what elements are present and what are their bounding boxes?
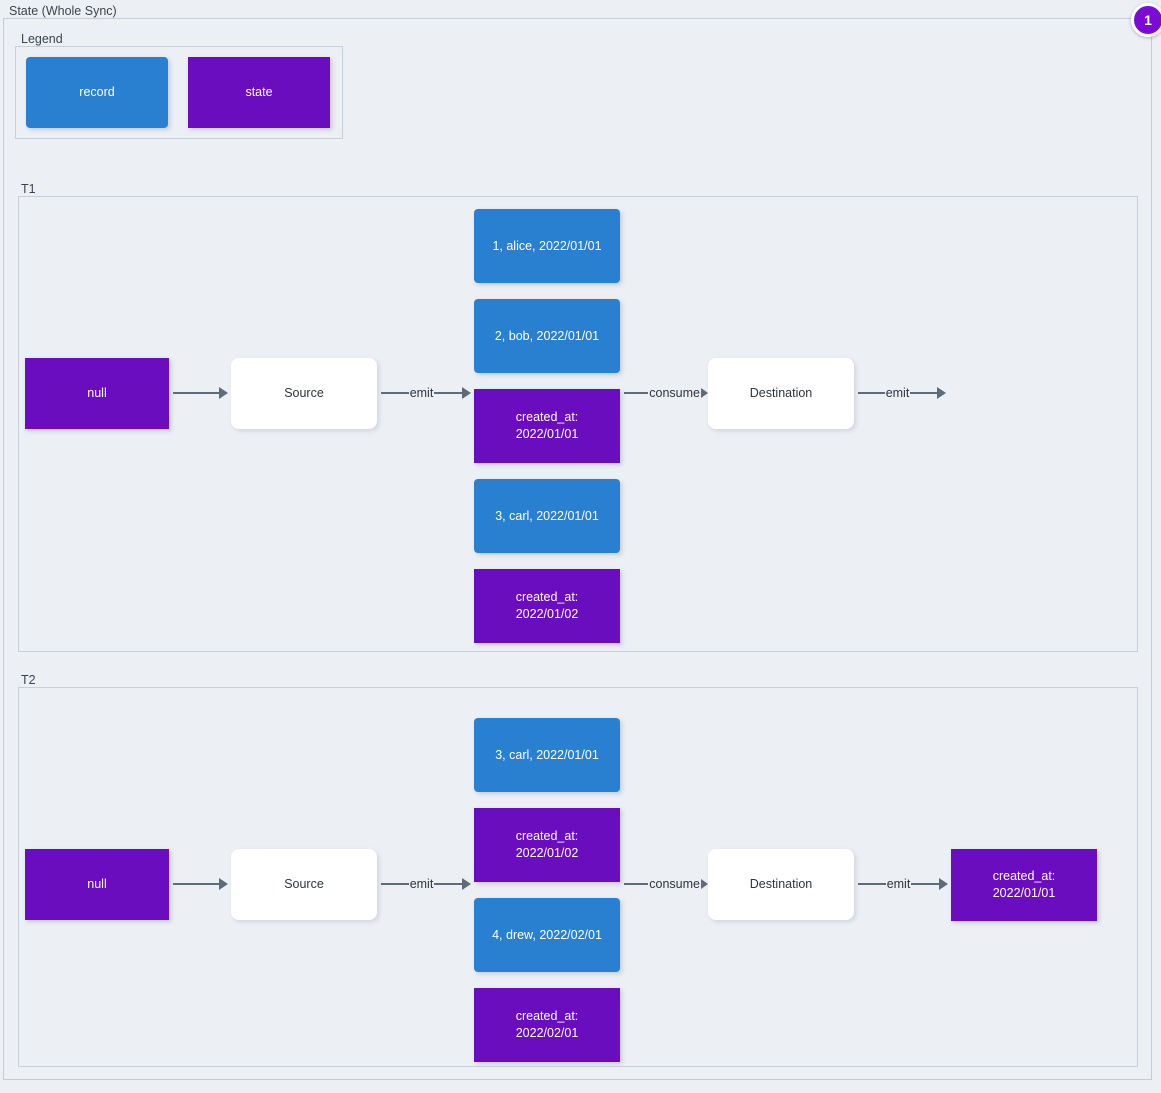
t1-stream-node-2: 2, bob, 2022/01/01 <box>474 299 620 373</box>
t2-destination-node: Destination <box>708 849 854 920</box>
t2-source-node: Source <box>231 849 377 920</box>
t1-source-node: Source <box>231 358 377 429</box>
group-title-t2: T2 <box>18 673 39 687</box>
t1-destination-node: Destination <box>708 358 854 429</box>
t2-stream-node-2: created_at: 2022/01/02 <box>474 808 620 882</box>
t2-stream-node-4: created_at: 2022/02/01 <box>474 988 620 1062</box>
t1-stream-node-1: 1, alice, 2022/01/01 <box>474 209 620 283</box>
group-title-t1: T1 <box>18 182 39 196</box>
t1-stream-node-4: 3, carl, 2022/01/01 <box>474 479 620 553</box>
t2-initial-state-node: null <box>25 849 169 920</box>
t2-output-state-node: created_at: 2022/01/01 <box>951 849 1097 921</box>
t2-stream-node-1: 3, carl, 2022/01/01 <box>474 718 620 792</box>
t1-stream-node-5: created_at: 2022/01/02 <box>474 569 620 643</box>
diagram-title: State (Whole Sync) <box>6 4 120 18</box>
legend-swatch-state: state <box>188 57 330 128</box>
legend-title: Legend <box>18 32 66 46</box>
t2-stream-node-3: 4, drew, 2022/02/01 <box>474 898 620 972</box>
step-badge[interactable]: 1 <box>1131 3 1161 37</box>
t1-initial-state-node: null <box>25 358 169 429</box>
t1-stream-node-3: created_at: 2022/01/01 <box>474 389 620 463</box>
legend-swatch-record: record <box>26 57 168 128</box>
